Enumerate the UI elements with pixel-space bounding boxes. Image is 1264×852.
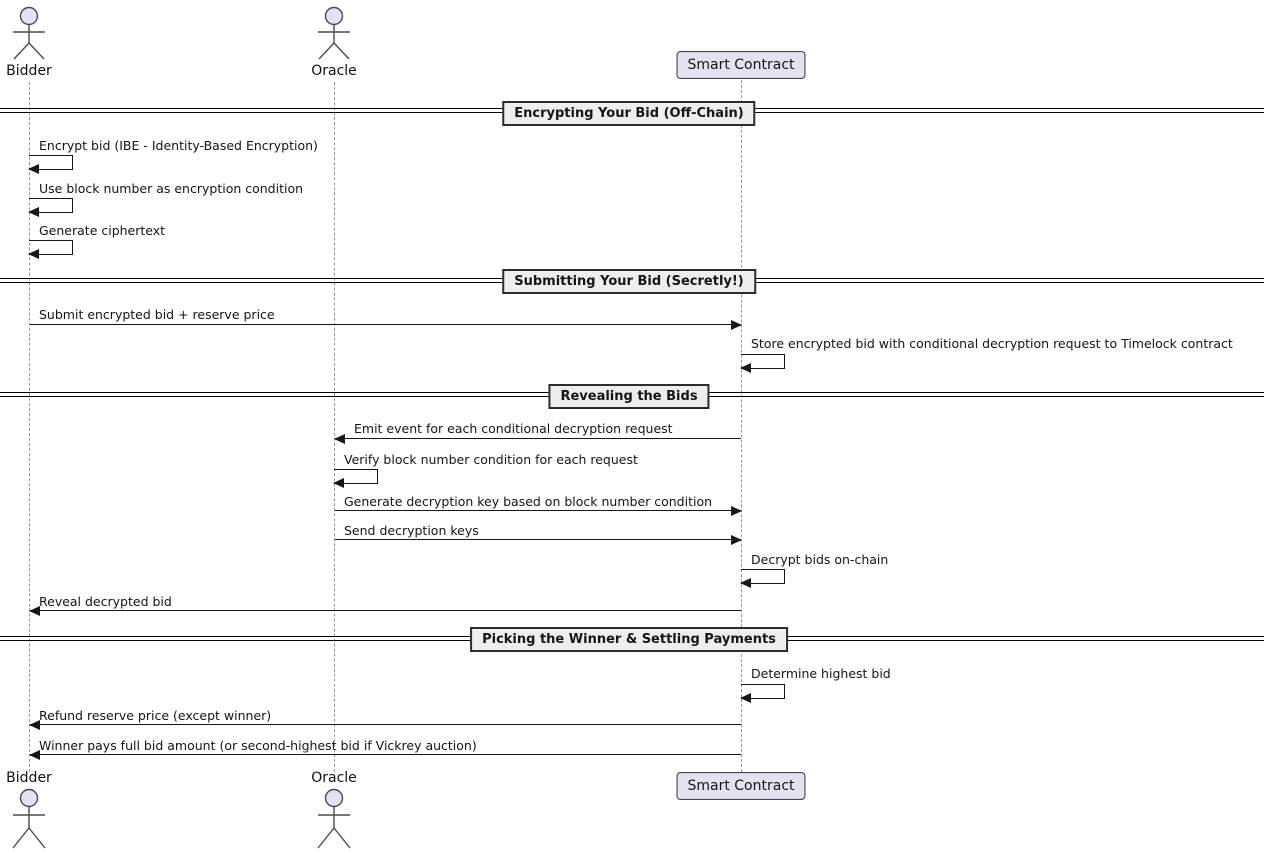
message-label: Generate ciphertext [39,223,166,238]
self-message-arrow [740,684,785,703]
actor-label: Oracle [311,770,357,786]
arrowhead-icon [28,207,39,217]
message-label: Use block number as encryption condition [39,181,304,196]
arrowhead-icon [29,606,40,616]
arrowhead-icon [731,320,742,330]
arrowhead-icon [740,578,751,588]
stick-figure-icon [13,6,45,60]
self-message-arrow [740,569,785,588]
arrowhead-icon [334,434,345,444]
self-message-arrow [28,240,73,259]
message-label: Winner pays full bid amount (or second-h… [39,738,477,753]
message-label: Submit encrypted bid + reserve price [39,307,275,322]
message-label: Verify block number condition for each r… [344,452,638,467]
arrowhead-icon [28,164,39,174]
message-label: Determine highest bid [751,666,891,681]
divider-picking-winner: Picking the Winner & Settling Payments [470,627,788,652]
message-arrow [29,720,741,730]
actor-oracle-bottom: Oracle [310,770,358,852]
actor-bidder-top: Bidder [5,5,53,79]
arrowhead-icon [740,693,751,703]
message-arrow [335,535,742,545]
self-message-arrow [740,354,785,373]
message-arrow [30,320,742,330]
message-label: Generate decryption key based on block n… [344,494,713,509]
actor-label: Oracle [311,63,357,79]
message-label: Encrypt bid (IBE - Identity-Based Encryp… [39,138,318,153]
self-message-arrow [28,155,73,174]
message-label: Store encrypted bid with conditional dec… [751,336,1233,351]
self-message-arrow [333,469,378,488]
stick-figure-icon [317,788,351,849]
actor-oracle-top: Oracle [310,5,358,79]
arrowhead-icon [740,363,751,373]
actor-bidder-bottom: Bidder [5,770,53,852]
arrowhead-icon [731,535,742,545]
lifeline-oracle [334,82,335,772]
message-arrow [29,606,741,616]
arrowhead-icon [29,750,40,760]
message-arrow [29,750,741,760]
message-label: Reveal decrypted bid [39,594,172,609]
participant-smart-contract-bottom: Smart Contract [676,772,806,800]
lifeline-smart-contract [741,80,742,772]
arrowhead-icon [28,249,39,259]
message-label: Send decryption keys [344,523,479,538]
message-label: Refund reserve price (except winner) [39,708,272,723]
arrowhead-icon [731,506,742,516]
message-label: Emit event for each conditional decrypti… [354,421,673,436]
participant-smart-contract-top: Smart Contract [676,51,806,79]
stick-figure-icon [12,788,46,849]
lifeline-bidder [29,82,30,772]
self-message-arrow [28,198,73,217]
divider-revealing: Revealing the Bids [548,384,710,409]
message-arrow [335,506,742,516]
arrowhead-icon [29,720,40,730]
arrowhead-icon [333,478,344,488]
actor-label: Bidder [6,63,52,79]
message-label: Decrypt bids on-chain [751,552,889,567]
divider-submitting: Submitting Your Bid (Secretly!) [502,269,756,294]
actor-label: Bidder [6,770,52,786]
divider-encrypting: Encrypting Your Bid (Off-Chain) [502,101,756,126]
message-arrow [334,434,741,444]
stick-figure-icon [318,6,350,60]
